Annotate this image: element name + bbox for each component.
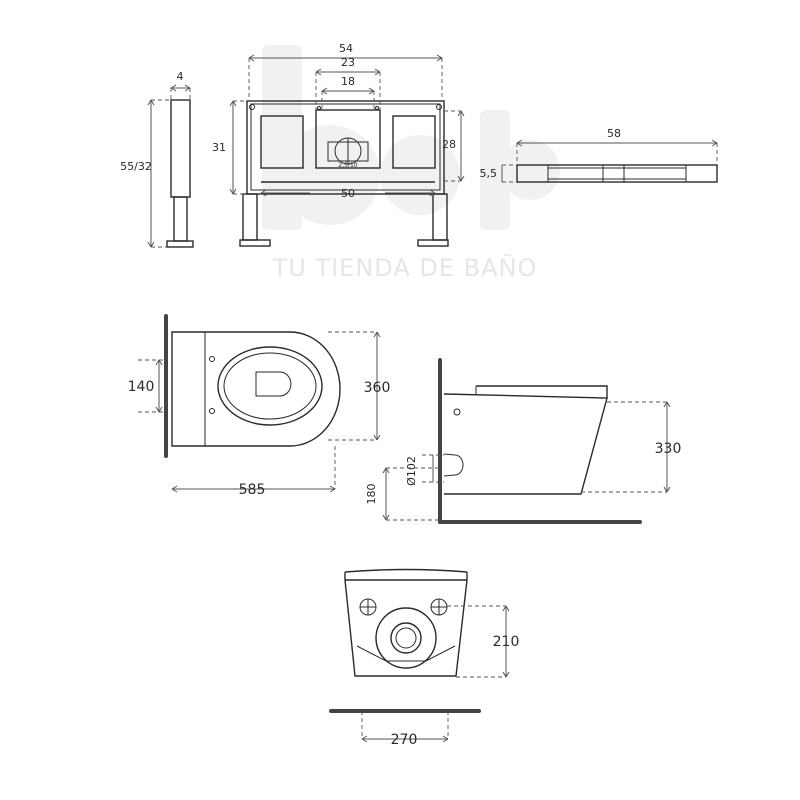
outlet-diameter-label: Ø102 (405, 456, 418, 486)
watermark-tagline: TU TIENDA DE BAÑO (272, 252, 538, 282)
plate-marking: 2,5/10 (338, 162, 357, 169)
fixing-spacing-label: 140 (128, 379, 155, 395)
frame-height-right-label: 28 (442, 138, 456, 151)
toilet-height-label: 330 (655, 441, 682, 457)
frame-side-width-label: 4 (177, 70, 184, 83)
toilet-top-view: 140 360 585 (128, 314, 391, 498)
frame-top-view: 58 5,5 (480, 127, 718, 183)
frame-inner-width-label: 23 (341, 56, 355, 69)
frame-top-depth-label: 58 (607, 127, 621, 140)
toilet-side-view: 330 Ø102 180 (365, 358, 682, 524)
back-height-label: 210 (493, 634, 520, 650)
frame-front-view: 2,5/10 54 23 18 31 (212, 42, 465, 247)
watermark: TU TIENDA DE BAÑO (262, 45, 560, 282)
frame-height-left-label: 31 (212, 141, 226, 154)
frame-side-height-label: 55/32 (120, 160, 152, 173)
frame-total-width-label: 54 (339, 42, 353, 55)
outlet-height-label: 180 (365, 484, 378, 505)
back-width-label: 270 (391, 732, 418, 748)
frame-side-view: 4 55/32 (120, 70, 194, 248)
brand-logo (262, 45, 560, 230)
toilet-width-label: 360 (364, 380, 391, 396)
frame-base-width-label: 50 (341, 187, 355, 200)
toilet-length-label: 585 (239, 482, 266, 498)
toilet-back-view: 210 270 (329, 568, 520, 748)
frame-plate-width-label: 18 (341, 75, 355, 88)
frame-top-thickness-label: 5,5 (480, 167, 498, 180)
